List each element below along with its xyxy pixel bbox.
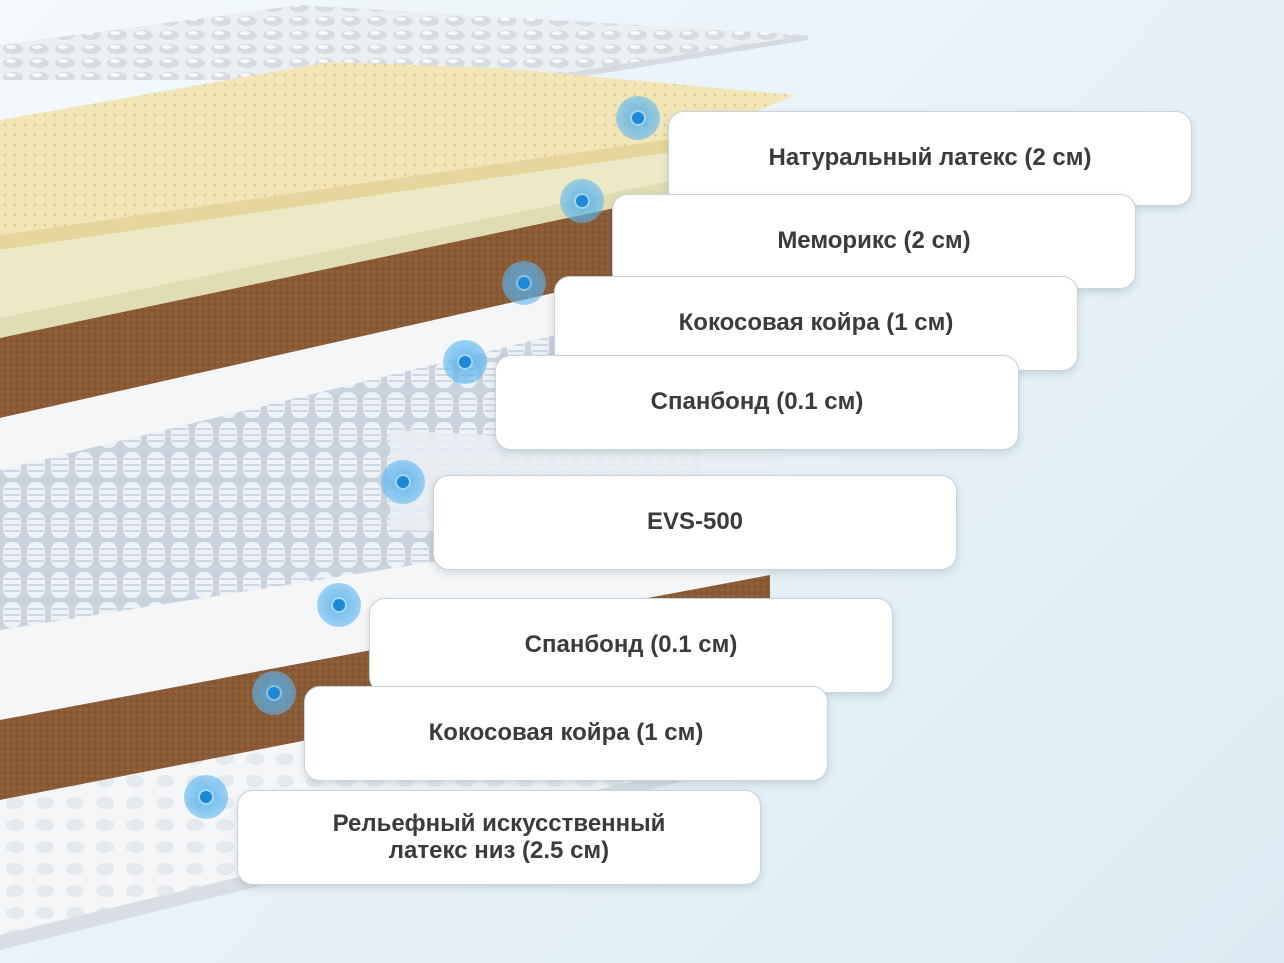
blue-dot-marker-icon	[381, 460, 425, 504]
latex-layer	[0, 62, 795, 235]
blue-dot-marker-icon	[317, 583, 361, 627]
callout-memory-foam: Меморикс (2 см)	[612, 194, 1136, 289]
callout-relief-latex: Рельефный искусственный латекс низ (2.5 …	[237, 790, 761, 885]
blue-dot-marker-icon	[502, 261, 546, 305]
cover-layer	[0, 5, 808, 80]
coir-top-layer	[0, 190, 700, 418]
callout-coconut-coir-bottom: Кокосовая койра (1 см)	[304, 686, 828, 781]
callout-spunbond-bottom: Спанбонд (0.1 см)	[369, 598, 893, 693]
blue-dot-marker-icon	[252, 671, 296, 715]
blue-dot-marker-icon	[443, 340, 487, 384]
blue-dot-marker-icon	[616, 96, 660, 140]
spunbond-top-layer	[0, 260, 700, 470]
callout-natural-latex: Натуральный латекс (2 см)	[668, 111, 1192, 206]
blue-dot-marker-icon	[184, 775, 228, 819]
blue-dot-marker-icon	[560, 179, 604, 223]
callout-evs-500: EVS-500	[433, 475, 957, 570]
callout-spunbond-top: Спанбонд (0.1 см)	[495, 355, 1019, 450]
